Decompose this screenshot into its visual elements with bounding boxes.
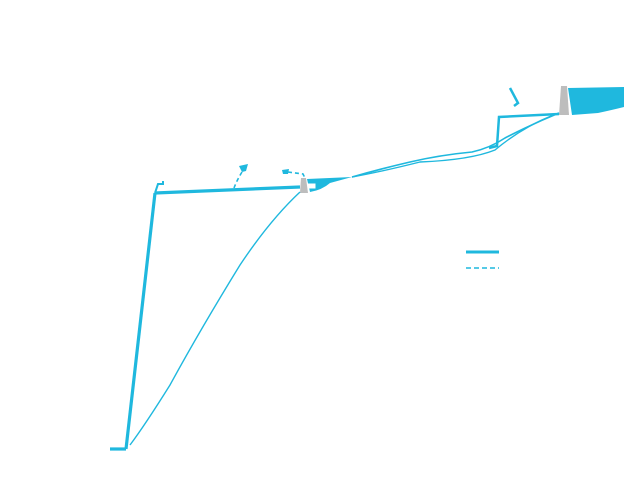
upper-intake-tower [508,87,520,107]
upper-dam [559,86,569,115]
intake-left-dashed [233,171,243,189]
intake-left-basin [239,164,248,172]
middle-outlet-box [305,183,316,189]
upper-reservoir [508,86,624,115]
middle-dam [300,178,308,193]
middle-reservoir [300,177,352,193]
surge-shaft [154,181,164,194]
river-profile-line [129,112,560,446]
river-profile-line-upper-segment [351,112,560,178]
middle-headrace-tunnel [154,185,301,195]
upper-reservoir-water [568,87,624,115]
penstock [124,192,157,450]
upper-headrace-pipe [488,112,560,150]
diversion-intakes [233,164,306,189]
main-waterway [110,181,301,451]
middle-reservoir-water [307,177,352,192]
legend [466,250,499,269]
intake-right-basin [282,169,289,174]
intake-right-dashed [287,171,306,179]
